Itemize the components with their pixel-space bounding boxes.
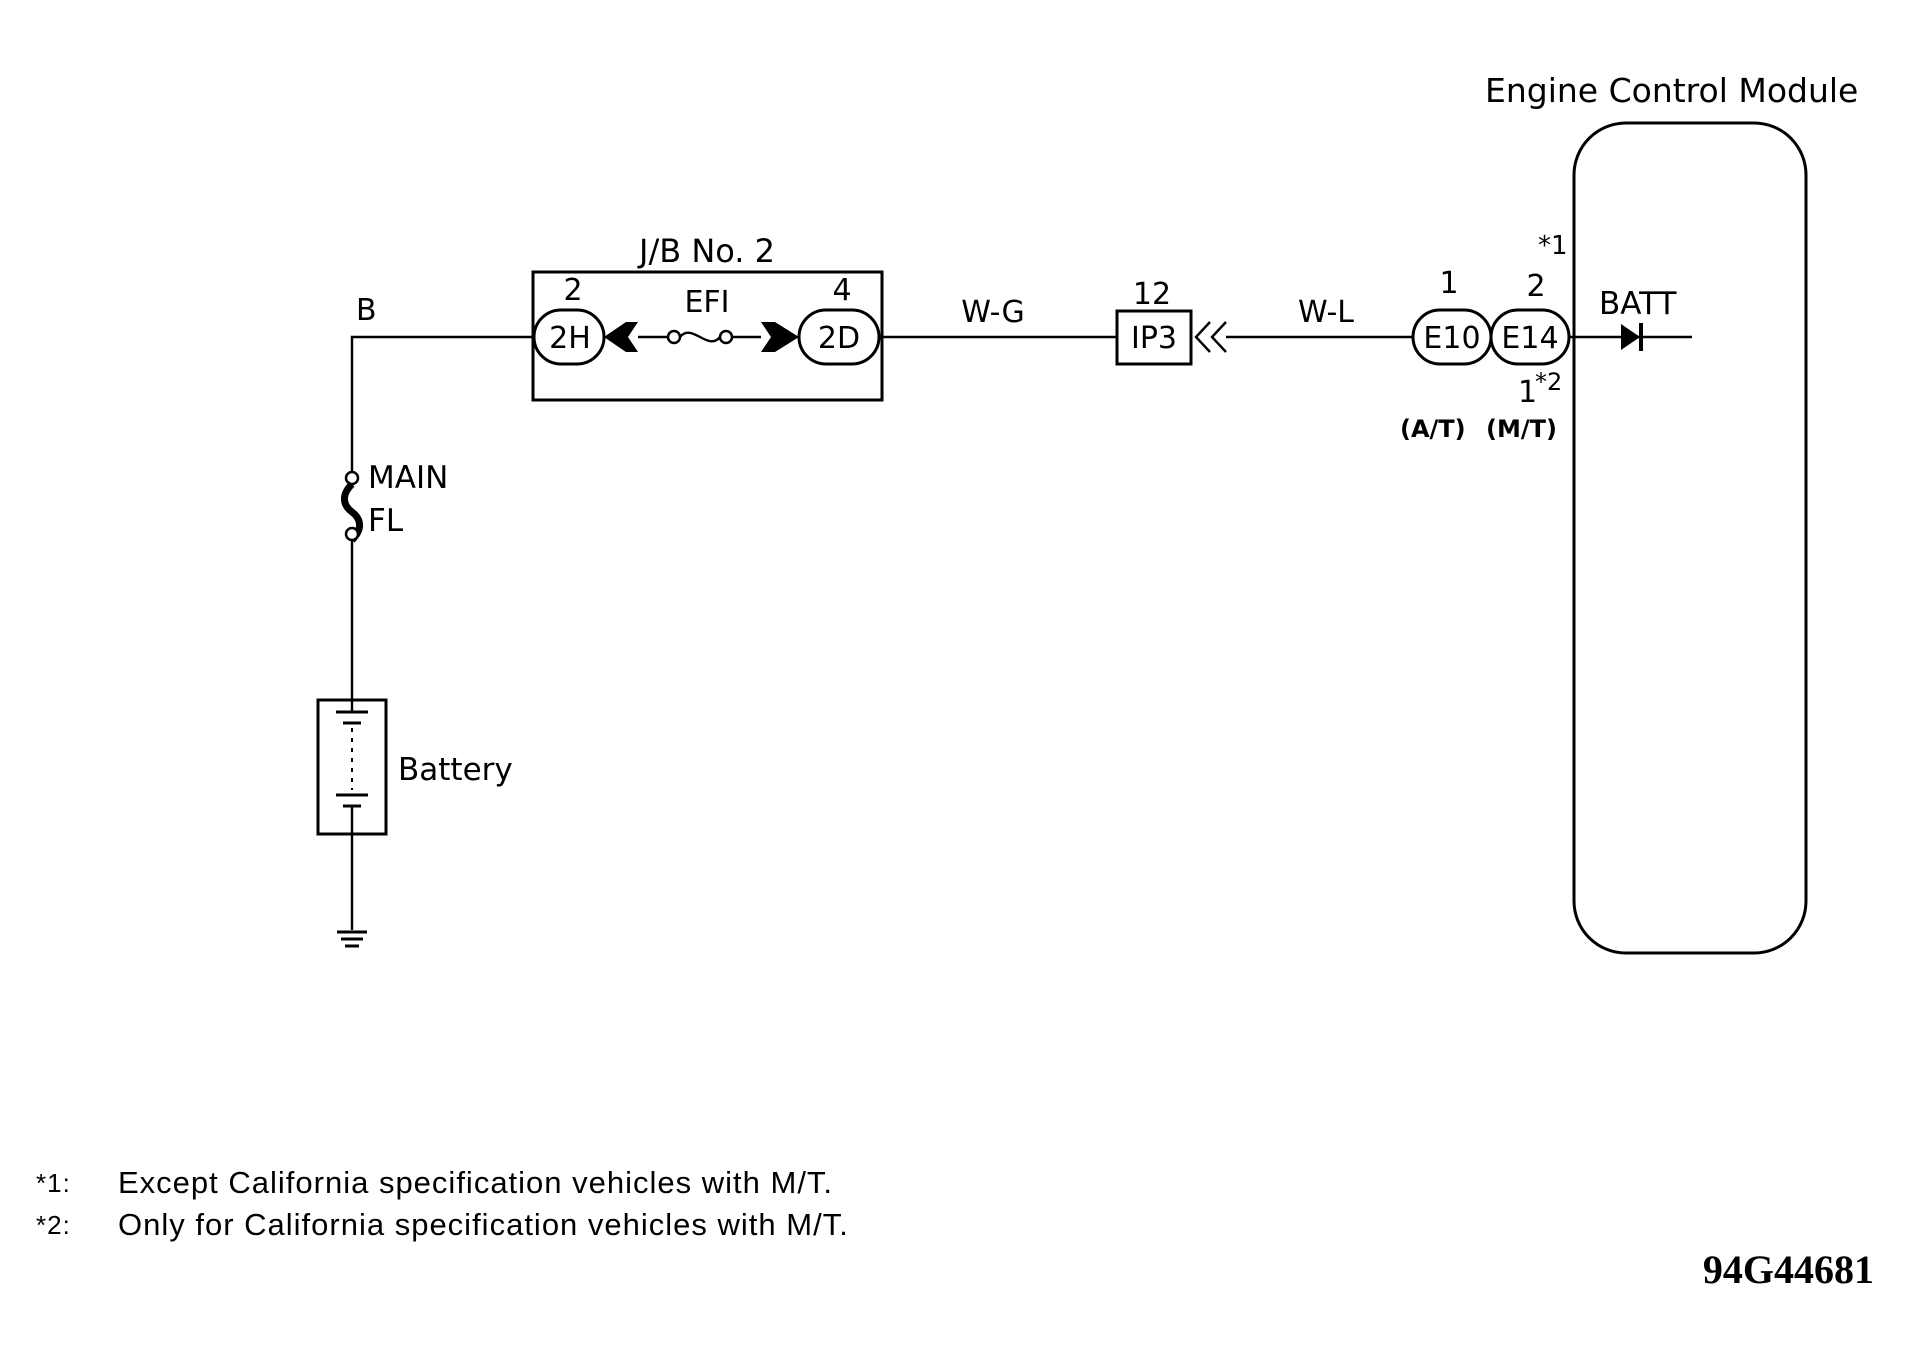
footnote-2-mark: *2:: [36, 1209, 71, 1240]
connector-e10-label: E10: [1423, 321, 1480, 356]
footnote-1: *1: Except California specification vehi…: [36, 1162, 849, 1204]
diode-icon: [1621, 323, 1643, 351]
ground-icon: [337, 930, 367, 948]
connector-chevron-icon: [1194, 321, 1227, 353]
ecm-batt-label: BATT: [1599, 286, 1677, 322]
e14-variant: (M/T): [1486, 415, 1557, 443]
battery-label: Battery: [398, 752, 513, 788]
efi-fuse-icon: [604, 322, 799, 352]
e14-star-bottom: *2: [1535, 368, 1562, 396]
footnote-1-text: Except California specification vehicles…: [118, 1165, 834, 1200]
footnotes: *1: Except California specification vehi…: [36, 1162, 849, 1246]
jb-pin-left: 2: [563, 273, 582, 308]
e10-variant: (A/T): [1400, 415, 1466, 443]
connector-e14: [1489, 308, 1571, 366]
ecm-box: [1572, 121, 1808, 955]
wire-b: [350, 335, 534, 472]
footnote-1-mark: *1:: [36, 1167, 71, 1198]
figure-id: 94G44681: [1702, 1247, 1874, 1292]
wire-b-label: B: [356, 293, 377, 328]
connector-ip3-label: IP3: [1131, 321, 1177, 356]
ip3-pin: 12: [1133, 277, 1171, 312]
main-fusible-link-icon: [341, 470, 363, 543]
battery-cell-icon: [336, 700, 368, 834]
junction-block-title: J/B No. 2: [637, 232, 775, 270]
e14-pin-top: 2: [1526, 269, 1545, 304]
wire-w-l-label: W-L: [1298, 295, 1354, 330]
jb-pin-right: 4: [832, 273, 851, 308]
e14-star-top: *1: [1538, 231, 1568, 261]
ecm-title: Engine Control Module: [1485, 71, 1858, 110]
connector-2d-label: 2D: [818, 321, 860, 356]
connector-e14-label: E14: [1501, 321, 1558, 356]
footnote-2-text: Only for California specification vehicl…: [118, 1207, 849, 1242]
e10-pin: 1: [1439, 266, 1458, 301]
footnote-2: *2: Only for California specification ve…: [36, 1204, 849, 1246]
main-fuse-line2: FL: [368, 503, 404, 539]
efi-fuse-label: EFI: [684, 285, 729, 320]
connector-2h-label: 2H: [549, 321, 591, 356]
main-fuse-line1: MAIN: [368, 460, 448, 496]
wire-w-g-label: W-G: [961, 295, 1025, 330]
e14-pin-bottom: 1: [1518, 375, 1537, 410]
